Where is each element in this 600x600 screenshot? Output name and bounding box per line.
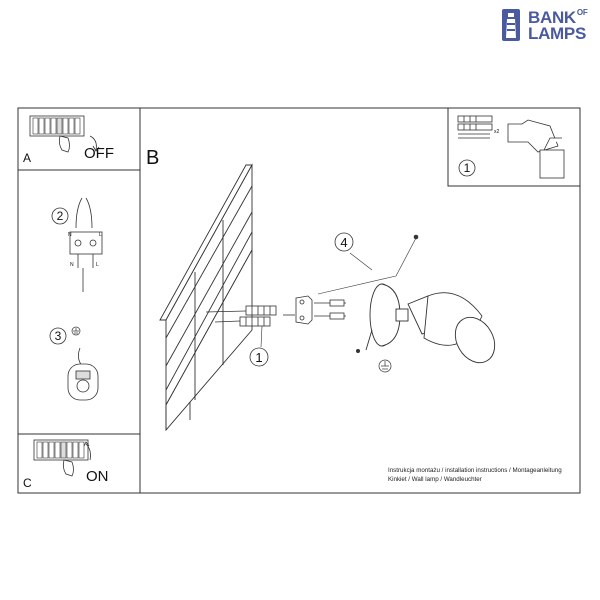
ground-terminal-illustration [67,347,99,401]
panel-c-letter: C [23,476,32,490]
mounting-bracket [295,295,346,325]
caption-instructions: Instrukcja montażu / installation instru… [388,467,562,474]
caption-product: Kinkiet / Wall lamp / Wandleuchter [388,476,482,483]
panel-c-state: ON [86,468,109,485]
step-2-number: 2 [57,209,64,223]
breaker-on-illustration [33,439,91,477]
ground-icon [71,326,81,336]
tools-panel-frame [447,107,581,187]
wire-label-l-bottom: L [96,262,99,268]
drill-and-plugs-illustration [457,115,565,179]
step-3-number: 3 [55,329,62,343]
wire-label-l: L [99,232,102,238]
tiled-wall-illustration [159,163,253,432]
plugs-quantity: x2 [494,129,500,135]
breaker-off-illustration [29,115,100,153]
logo-line2: LAMPS [528,24,587,43]
wall-plugs-and-screws [205,305,295,327]
logo-line1: BANKOF [528,8,588,27]
ground-icon [378,359,392,373]
step-4-number: 4 [340,235,347,250]
panel-c-frame [17,433,141,494]
diagram-frame [17,107,581,494]
panel-a-letter: A [23,151,31,165]
step-1-wall-number: 1 [255,350,262,365]
brand-logo: BANKOF LAMPS [498,8,598,42]
wiring-connector-illustration [69,197,103,292]
wall-lamp-illustration [365,283,496,364]
panel-b-letter: B [146,147,159,169]
panel-a-state: OFF [84,145,114,162]
lighthouse-icon [502,9,520,41]
step-1-tools-number: 1 [464,161,471,175]
panel-a-frame [17,107,141,171]
wire-label-n: N [68,232,72,238]
wire-label-n-bottom: N [70,262,74,268]
